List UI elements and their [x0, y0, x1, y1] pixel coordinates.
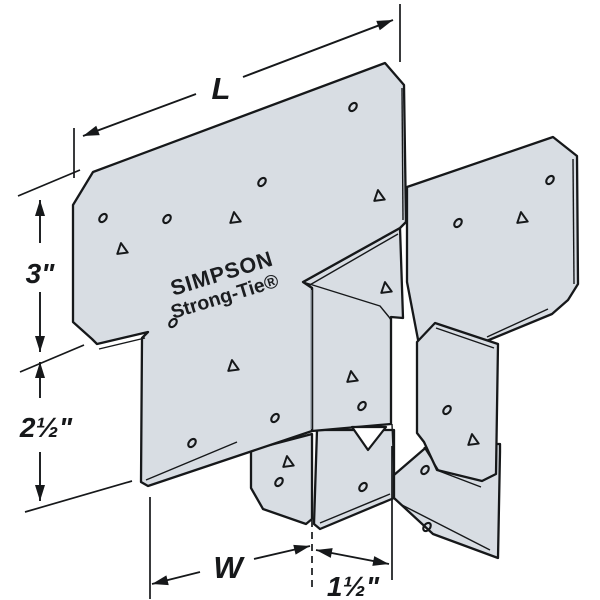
- dimension-lower-height: 2½": [19, 344, 133, 513]
- screw-hole-icon: [270, 412, 280, 424]
- nail-hole-icon: [116, 242, 129, 255]
- nail-hole-icon: [346, 370, 359, 383]
- dimension-label-side-width: 1½": [327, 571, 380, 600]
- nail-hole-icon: [373, 189, 386, 202]
- screw-hole-icon: [422, 521, 432, 533]
- dimension-annotations: L 3" 2½" W: [17, 4, 401, 600]
- screw-hole-icon: [257, 176, 267, 188]
- dimension-label-width: W: [213, 550, 245, 585]
- screw-hole-icon: [358, 481, 368, 493]
- screw-holes: [98, 101, 555, 533]
- back-strap-left: [312, 428, 396, 531]
- dimension-width: W: [149, 497, 311, 599]
- nail-hole-icon: [516, 211, 529, 224]
- nail-hole-icon: [282, 455, 295, 468]
- dimension-label-length: L: [212, 71, 231, 106]
- screw-hole-icon: [162, 213, 172, 225]
- screw-hole-icon: [442, 404, 452, 416]
- screw-hole-icon: [168, 317, 178, 329]
- nail-hole-icon: [467, 433, 480, 446]
- screw-hole-icon: [98, 212, 108, 224]
- beam-plate: [71, 61, 408, 488]
- screw-hole-icon: [420, 464, 430, 476]
- nail-holes: [116, 189, 529, 468]
- strap-notch: [350, 425, 388, 452]
- screw-hole-icon: [545, 174, 555, 186]
- dimension-label-upper-height: 3": [26, 258, 56, 289]
- nail-hole-icon: [380, 281, 393, 294]
- nail-hole-icon: [227, 359, 240, 372]
- screw-hole-icon: [453, 217, 463, 229]
- dimension-upper-height: 3": [17, 169, 81, 352]
- dimension-label-lower-height: 2½": [19, 412, 73, 443]
- screw-hole-icon: [357, 400, 367, 412]
- nail-hole-icon: [229, 211, 242, 224]
- bracket-body: SIMPSON Strong-Tie®: [71, 61, 580, 560]
- dimension-length: L: [73, 4, 401, 178]
- dimension-side-width: 1½": [311, 436, 393, 600]
- screw-hole-icon: [187, 437, 197, 449]
- wing-plate: [405, 135, 580, 352]
- screw-hole-icon: [274, 476, 284, 488]
- screw-hole-icon: [348, 101, 358, 113]
